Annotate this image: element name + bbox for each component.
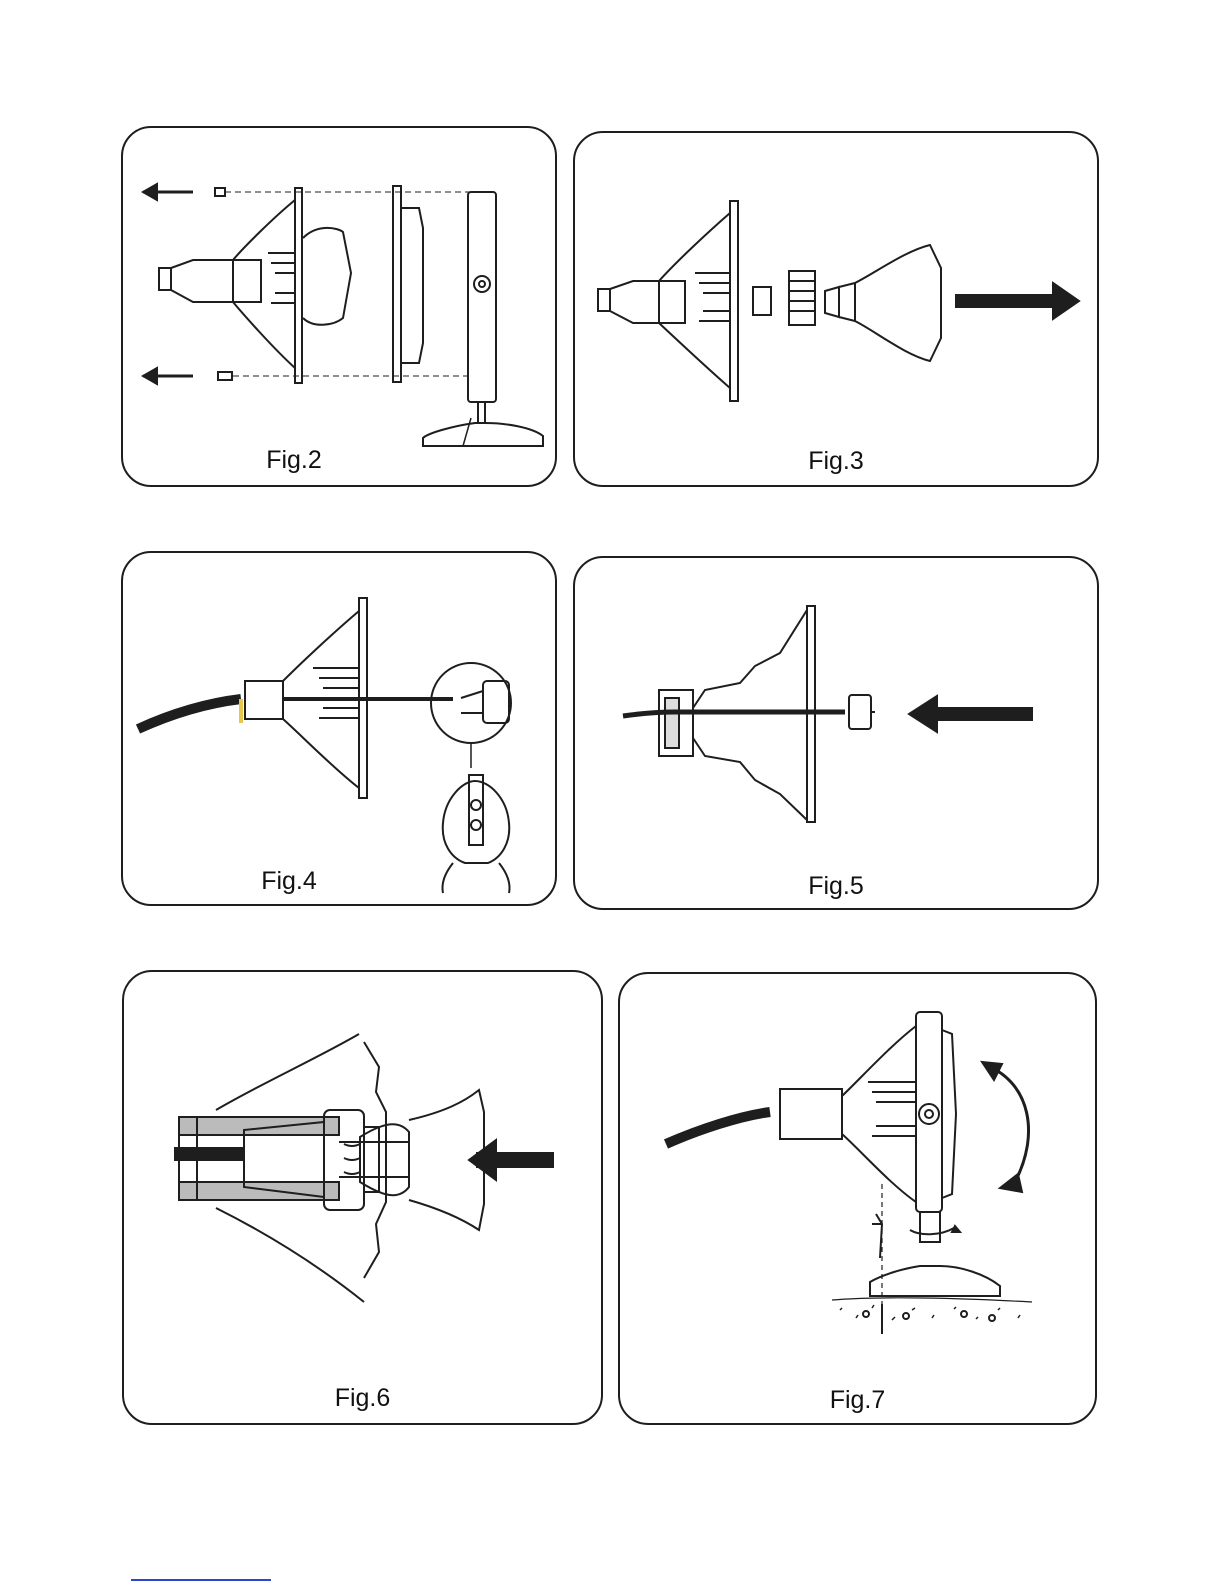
figure-5-caption: Fig.5 <box>575 872 1097 901</box>
figure-2-caption: Fig.2 <box>33 446 555 475</box>
fig2-exploded-view-illustration <box>123 128 559 489</box>
figure-3-caption: Fig.3 <box>575 447 1097 476</box>
figure-7-caption: Fig.7 <box>620 1386 1095 1415</box>
figure-2-panel: Fig.2 <box>121 126 557 487</box>
figure-5-panel: Fig.5 <box>573 556 1099 910</box>
fig6-bulb-screw-in-illustration <box>124 972 605 1427</box>
fig7-mounting-and-tilt-illustration <box>620 974 1099 1427</box>
figure-4-panel: Fig.4 <box>121 551 557 906</box>
figure-4-caption: Fig.4 <box>23 867 555 896</box>
fig3-lamp-disassembly-illustration <box>575 133 1101 489</box>
footer-underline <box>131 1579 271 1581</box>
figure-7-panel: Fig.7 <box>618 972 1097 1425</box>
figure-6-panel: Fig.6 <box>122 970 603 1425</box>
figure-3-panel: Fig.3 <box>573 131 1099 487</box>
fig4-cable-wiring-illustration <box>123 553 559 908</box>
fig5-socket-insertion-illustration <box>575 558 1101 912</box>
figure-6-caption: Fig.6 <box>124 1384 601 1413</box>
